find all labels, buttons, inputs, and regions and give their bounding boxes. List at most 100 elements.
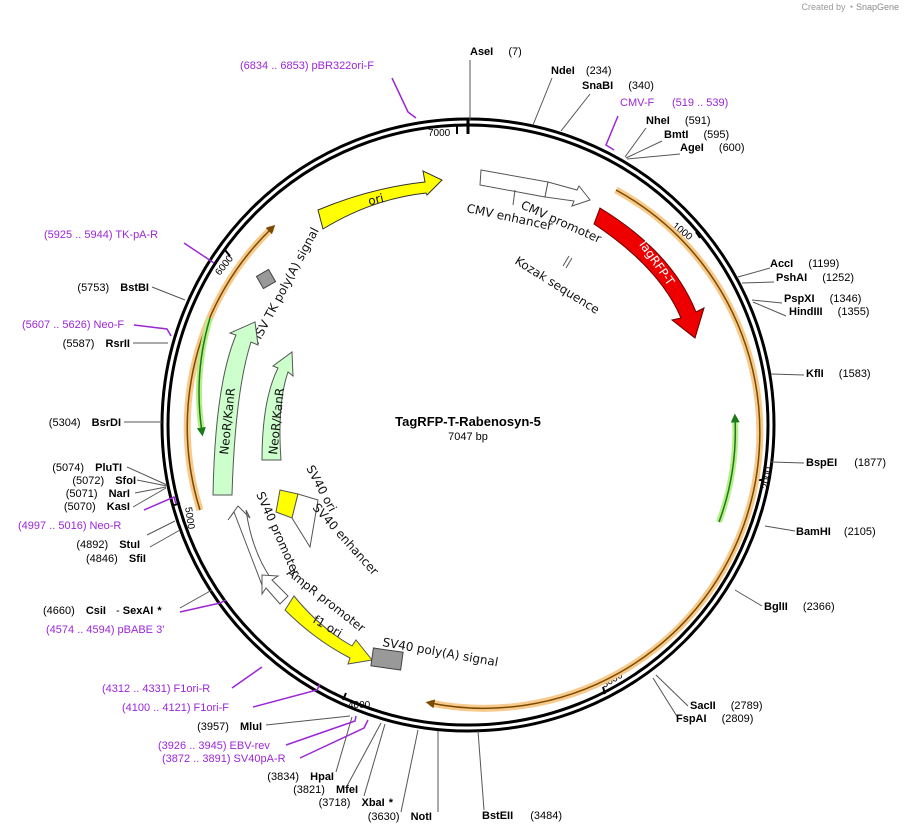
site-name: SnaBI [582, 80, 613, 92]
primer-pbabe-3: (4574 .. 4594) pBABE 3' [46, 624, 164, 636]
primer-markers [133, 77, 619, 759]
site-pshai: PshAI (1252) [776, 272, 854, 284]
site-name: SfoI [115, 475, 136, 487]
site-bamhi: BamHI (2105) [796, 526, 876, 538]
primer-pbr322ori-f: (6834 .. 6853) pBR322ori-F [240, 60, 374, 72]
primer-sv40pa-r: (3872 .. 3891) SV40pA-R [162, 753, 286, 765]
site-pos: (1346) [830, 293, 862, 305]
hsv-tk-polya-feature [255, 268, 277, 290]
site-pos: (340) [628, 80, 654, 92]
site-pos: (5070) [64, 501, 96, 513]
site-pos: (7) [508, 46, 521, 58]
site-star: * [157, 605, 162, 617]
site-sacii: SacII (2789) [690, 700, 763, 712]
site-name: BamHI [796, 526, 831, 538]
site-name: BstBI [120, 282, 149, 294]
site-name: NotI [411, 811, 432, 823]
neor-kanr-feature-1 [212, 321, 259, 496]
site-name: AccI [770, 258, 793, 270]
site-noti: (3630) NotI [368, 811, 432, 823]
site-name: BmtI [664, 129, 688, 141]
site-asei: AseI (7) [470, 46, 522, 58]
site-name: KflI [806, 368, 824, 380]
site-name: CsiI [86, 605, 106, 617]
tagrfp-t-feature [593, 207, 705, 339]
site-pos: (3821) [293, 784, 325, 796]
sv40-enhancer-feature [291, 493, 319, 549]
site-pos: (3957) [197, 721, 229, 733]
primer-neo-f: (5607 .. 5626) Neo-F [22, 319, 124, 331]
site-pos: (5753) [77, 282, 109, 294]
site-pos: (3484) [530, 810, 562, 822]
site-hindiii: HindIII (1355) [789, 306, 869, 318]
primer-neo-r: (4997 .. 5016) Neo-R [18, 520, 121, 532]
primer-f1ori-f: (4100 .. 4121) F1ori-F [122, 702, 229, 714]
site-mlui: (3957) MluI [197, 721, 262, 733]
site-name: StuI [119, 539, 140, 551]
site-pos: (595) [704, 129, 730, 141]
ampr-promoter-feature [261, 574, 289, 605]
neor-kanr-feature-2 [261, 351, 294, 461]
primer-f1ori-r: (4312 .. 4331) F1ori-R [102, 683, 210, 695]
site-pspxi: PspXI (1346) [784, 293, 861, 305]
site-csii: (4660) CsiI [43, 605, 106, 617]
credit-prefix: Created by [801, 2, 846, 12]
site-name: SacII [690, 700, 716, 712]
primer-cmv-f: CMV-F [620, 97, 655, 109]
site-pos: (1583) [839, 368, 871, 380]
site-name: BsrDI [92, 417, 121, 429]
site-name: AgeI [680, 142, 704, 154]
site-agei: AgeI (600) [680, 142, 745, 154]
site-xbai: (3718) XbaI* [319, 797, 394, 809]
site-name: BglII [764, 601, 788, 613]
site-sfii: (4846) SfiI [86, 553, 146, 565]
site-pos: (2105) [844, 526, 876, 538]
site-name: SfiI [129, 553, 146, 565]
tick-label-2000: 2000 [761, 466, 776, 490]
site-pos: (1355) [838, 306, 870, 318]
site-pos: (600) [719, 142, 745, 154]
feature-label-neor-2: NeoR/KanR [266, 387, 287, 455]
feature-label-kozak: Kozak sequence [512, 254, 602, 317]
site-pos: (2809) [722, 713, 754, 725]
site-kfli: KflI (1583) [806, 368, 871, 380]
feature-label-neor-1: NeoR/KanR [217, 387, 238, 455]
site-kasi: (5070) KasI [64, 501, 130, 513]
site-stui: (4892) StuI [76, 539, 140, 551]
primer-ebv-rev: (3926 .. 3945) EBV-rev [158, 740, 270, 752]
enzyme-leader-lines [124, 60, 805, 813]
cmv-promoter-feature [544, 181, 591, 207]
site-name: SexAI [123, 605, 154, 617]
primer-labels: (6834 .. 6853) pBR322ori-F CMV-F (519 ..… [18, 60, 728, 765]
site-name: BstEII [482, 810, 513, 822]
feature-label-ori: ori [367, 191, 386, 208]
site-acci: AccI (1199) [770, 258, 839, 270]
site-pos: (1199) [808, 258, 839, 270]
site-name: HpaI [310, 771, 334, 783]
site-pos: (5072) [72, 475, 104, 487]
feature-label-sv40-enhancer: SV40 enhancer [310, 501, 382, 578]
orf-arcs [183, 186, 764, 712]
site-pos: (5074) [52, 462, 84, 474]
site-bmti: BmtI (595) [664, 129, 729, 141]
sv40-polya-feature [370, 647, 404, 671]
site-pos: (2366) [803, 601, 835, 613]
site-hpai: (3834) HpaI [267, 771, 334, 783]
plasmid-name: TagRFP-T-Rabenosyn-5 [395, 414, 541, 429]
site-name: XbaI [361, 797, 384, 809]
site-bsteii: BstEII (3484) [482, 810, 562, 822]
site-name: BspEI [806, 457, 837, 469]
site-nari: (5071) NarI [66, 488, 130, 500]
site-pos: (5587) [63, 338, 95, 350]
site-pos: (4892) [76, 539, 108, 551]
site-pos: (4846) [86, 553, 118, 565]
snapgene-logo-icon: ◔ [848, 2, 854, 12]
site-pos: (4660) [43, 605, 75, 617]
site-bglii: BglII (2366) [764, 601, 835, 613]
site-name: PspXI [784, 293, 815, 305]
site-pos: (3718) [319, 797, 351, 809]
tick-label-4000: 4000 [348, 700, 371, 711]
site-name: PshAI [776, 272, 807, 284]
site-sfoi: (5072) SfoI [72, 475, 136, 487]
